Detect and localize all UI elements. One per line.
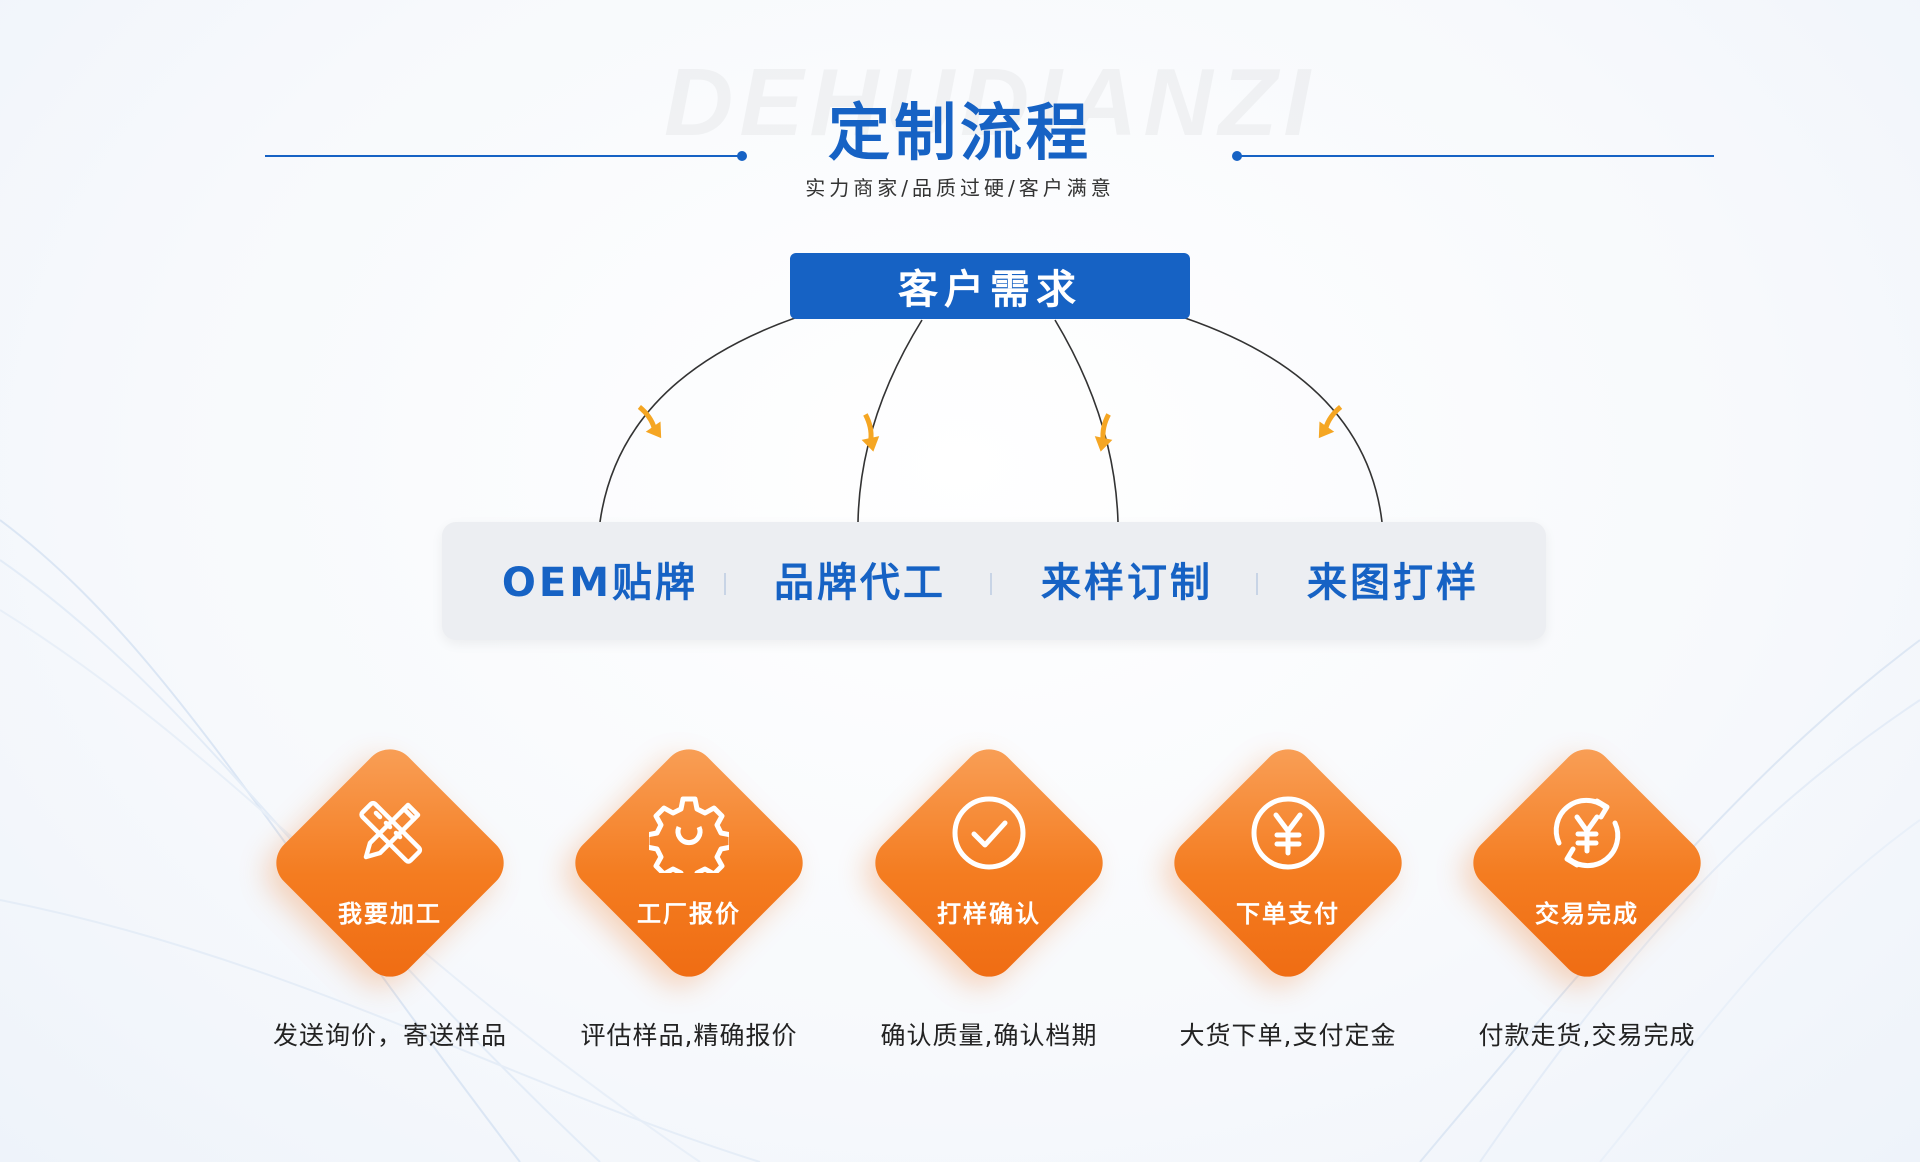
- services-panel: [442, 522, 1546, 640]
- yen-cycle-icon: [1553, 797, 1621, 869]
- step-description: 确认质量,确认档期: [880, 1021, 1098, 1050]
- step-label: 我要加工: [338, 900, 442, 928]
- title-divider-dot-right: [1232, 151, 1242, 161]
- step-label: 打样确认: [937, 900, 1041, 928]
- arrow-icon: [637, 405, 662, 439]
- service-oem: OEM贴牌: [501, 560, 699, 606]
- connector-arc-drawing: [1184, 317, 1383, 523]
- arrow-icon: [1094, 413, 1113, 452]
- service-brand-oem: 品牌代工: [774, 560, 946, 606]
- gear-icon: [649, 796, 729, 873]
- service-sample-custom: 来样订制: [1041, 560, 1213, 606]
- step-sample-confirm: 打样确认: [864, 738, 1114, 988]
- customer-demand-box: 客户需求: [790, 253, 1190, 319]
- step-transaction-complete: 交易完成: [1462, 738, 1712, 988]
- connector-arc-oem: [599, 317, 796, 523]
- pencil-ruler-icon: [359, 800, 423, 864]
- title-divider-left: [265, 155, 742, 157]
- step-description: 大货下单,支付定金: [1179, 1021, 1397, 1050]
- service-separator: [990, 573, 992, 595]
- step-label: 工厂报价: [637, 900, 741, 928]
- step-factory-quote: 工厂报价: [564, 738, 814, 988]
- yen-circle-icon: [1251, 796, 1325, 870]
- step-description: 评估样品,精确报价: [580, 1021, 798, 1050]
- customer-demand-label: 客户需求: [898, 267, 1082, 313]
- arrow-icon: [861, 413, 880, 452]
- title-divider-right: [1237, 155, 1714, 157]
- check-circle-icon: [952, 796, 1026, 870]
- step-label: 下单支付: [1236, 900, 1340, 928]
- flow-arrows: [637, 405, 1343, 452]
- service-separator: [724, 573, 726, 595]
- page-subtitle: 实力商家/品质过硬/客户满意: [805, 176, 1115, 200]
- step-request-processing: 我要加工: [265, 738, 515, 988]
- title-divider-dot-left: [737, 151, 747, 161]
- step-order-payment: 下单支付: [1163, 738, 1413, 988]
- service-separator: [1256, 573, 1258, 595]
- arrow-icon: [1318, 405, 1343, 439]
- connector-arc-sample: [1054, 319, 1119, 523]
- service-drawing-sample: 来图打样: [1307, 560, 1479, 606]
- connector-arc-brand: [857, 319, 923, 523]
- step-label: 交易完成: [1535, 900, 1639, 928]
- step-description: 付款走货,交易完成: [1478, 1021, 1696, 1050]
- page-title: 定制流程: [827, 96, 1092, 169]
- step-description: 发送询价，寄送样品: [272, 1021, 507, 1050]
